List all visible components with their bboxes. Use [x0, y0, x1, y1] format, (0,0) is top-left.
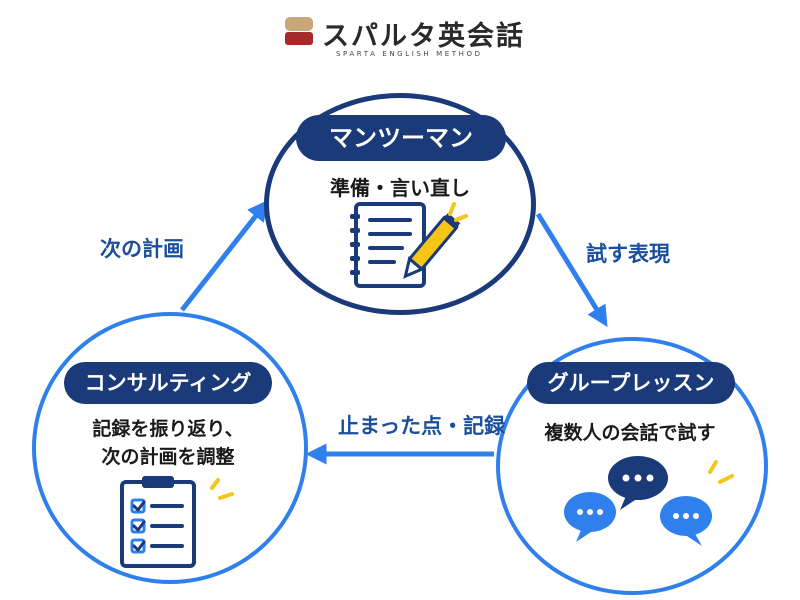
notebook-pencil-icon	[350, 202, 468, 288]
group-lesson-description: 複数人の会話で試す	[544, 422, 716, 444]
consulting-description-line1: 記録を振り返り、	[92, 418, 244, 440]
arrow-label-next-plan: 次の計画	[100, 237, 184, 261]
consulting-description-line2: 次の計画を調整	[101, 446, 235, 468]
group-lesson-title: グループレッスン	[527, 362, 735, 404]
brand-name: スパルタ英会話	[322, 21, 525, 52]
arrow-label-record: 止まった点・記録	[338, 414, 506, 438]
brand-tagline: SPARTA ENGLISH METHOD	[336, 50, 483, 58]
brand-mark-icon	[285, 17, 313, 45]
mantoman-description: 準備・言い直し	[330, 176, 470, 200]
arrow-to-mantoman	[180, 199, 269, 312]
brand-logo: スパルタ英会話 SPARTA ENGLISH METHOD	[284, 12, 524, 62]
speech-bubbles-icon	[564, 456, 734, 546]
consulting-title: コンサルティング	[64, 362, 272, 404]
clipboard-checklist-icon	[120, 476, 234, 568]
arrow-label-try-expression: 試す表現	[586, 242, 670, 266]
arrow-to-group	[535, 212, 608, 327]
mantoman-title: マンツーマン	[296, 115, 506, 161]
